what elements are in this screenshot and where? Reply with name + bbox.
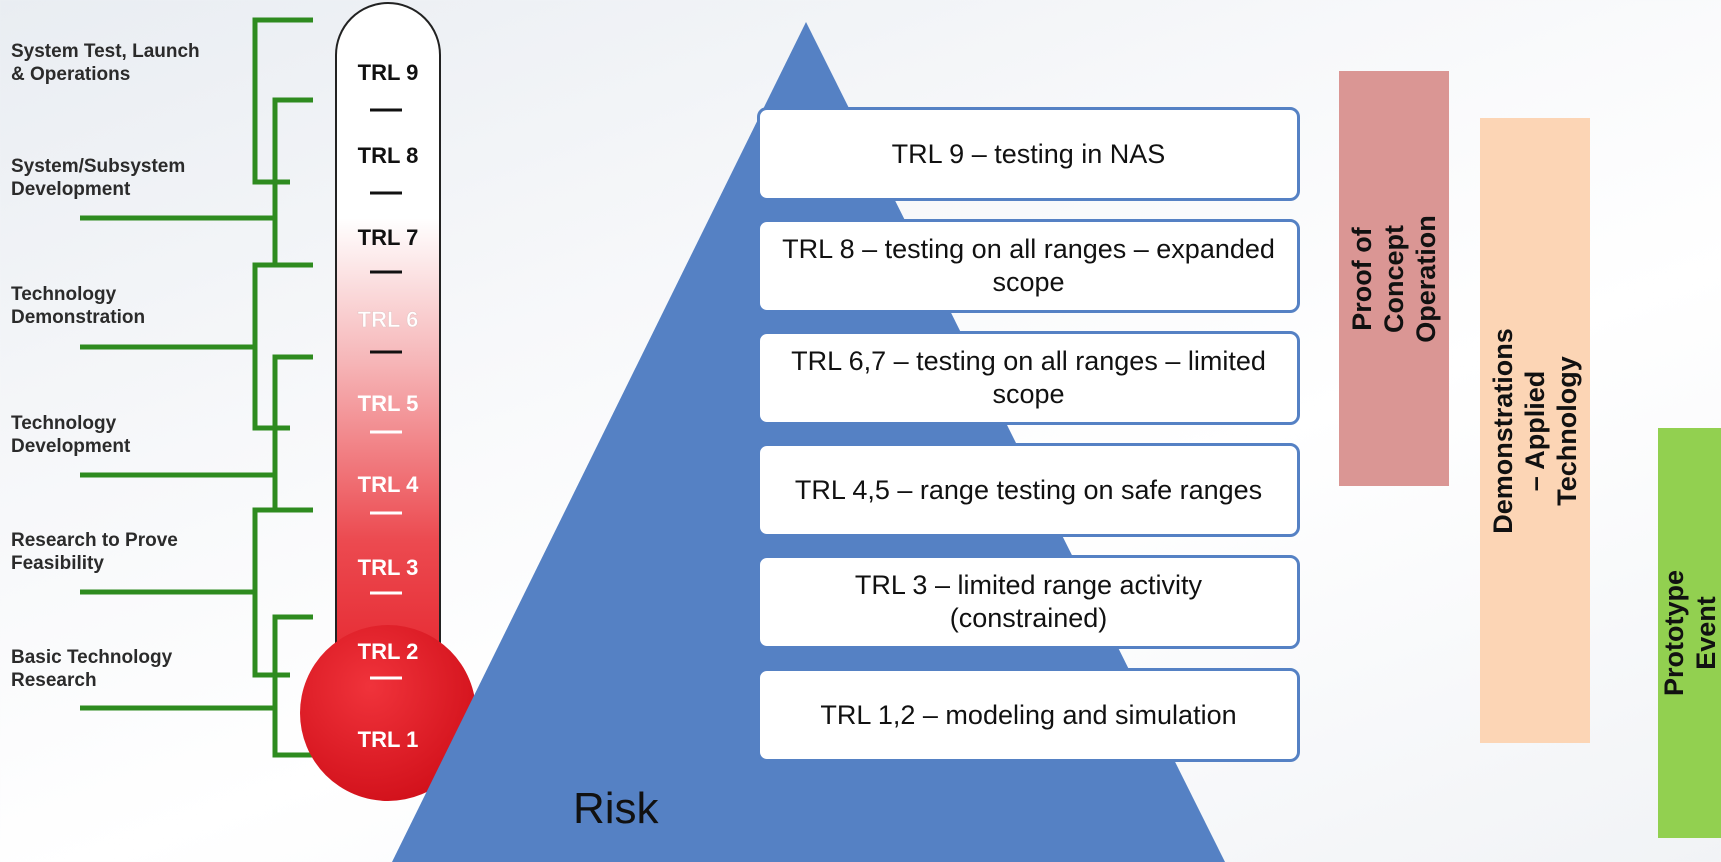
phase-label-basic-research: Basic Technology Research [11,647,173,691]
side-bar-demonstrations: Demonstrations – Applied Technology [1480,118,1590,743]
trl-level-2: TRL 2 [358,639,419,664]
side-bar-prototype-event: Prototype Event [1658,428,1721,838]
risk-label: Risk [573,784,659,833]
phase-label-system-test: System Test, Launch & Operations [11,41,200,85]
trl-level-8: TRL 8 [358,143,419,168]
thermometer-ticks [370,108,402,680]
pyramid-box-trl9: TRL 9 – testing in NAS [757,107,1300,201]
side-bar-prototype-event-label: Prototype Event [1658,569,1721,697]
pyramid-box-trl67: TRL 6,7 – testing on all ranges – limite… [757,331,1300,425]
thermometer-graphic: TRL 9 TRL 8 TRL 7 TRL 6 TRL 5 TRL 4 TRL … [80,2,476,801]
pyramid-box-trl3: TRL 3 – limited range activity (constrai… [757,555,1300,649]
pyramid-box-trl8: TRL 8 – testing on all ranges – expanded… [757,219,1300,313]
phase-brackets [80,17,313,758]
phase-label-tech-development: Technology Development [11,413,131,457]
phase-label-research-feasibility: Research to Prove Feasibility [11,530,178,574]
trl-level-4: TRL 4 [358,472,419,497]
pyramid-shape [392,22,1225,862]
pyramid-box-trl45: TRL 4,5 – range testing on safe ranges [757,443,1300,537]
trl-level-1: TRL 1 [358,727,419,752]
trl-level-9: TRL 9 [358,60,419,85]
thermometer-bulb [300,625,476,801]
side-bar-proof-of-concept: Proof of Concept Operation [1339,71,1449,486]
thermometer-tube [335,2,441,721]
phase-label-system-development: System/Subsystem Development [11,156,186,200]
trl-level-6: TRL 6 [358,307,419,332]
side-bar-demonstrations-label: Demonstrations – Applied Technology [1488,327,1583,534]
trl-level-3: TRL 3 [358,555,419,580]
phase-label-tech-demonstration: Technology Demonstration [11,284,146,328]
trl-level-7: TRL 7 [358,225,419,250]
pyramid-box-trl12: TRL 1,2 – modeling and simulation [757,668,1300,762]
side-bar-proof-of-concept-label: Proof of Concept Operation [1347,214,1442,343]
trl-level-5: TRL 5 [358,391,419,416]
